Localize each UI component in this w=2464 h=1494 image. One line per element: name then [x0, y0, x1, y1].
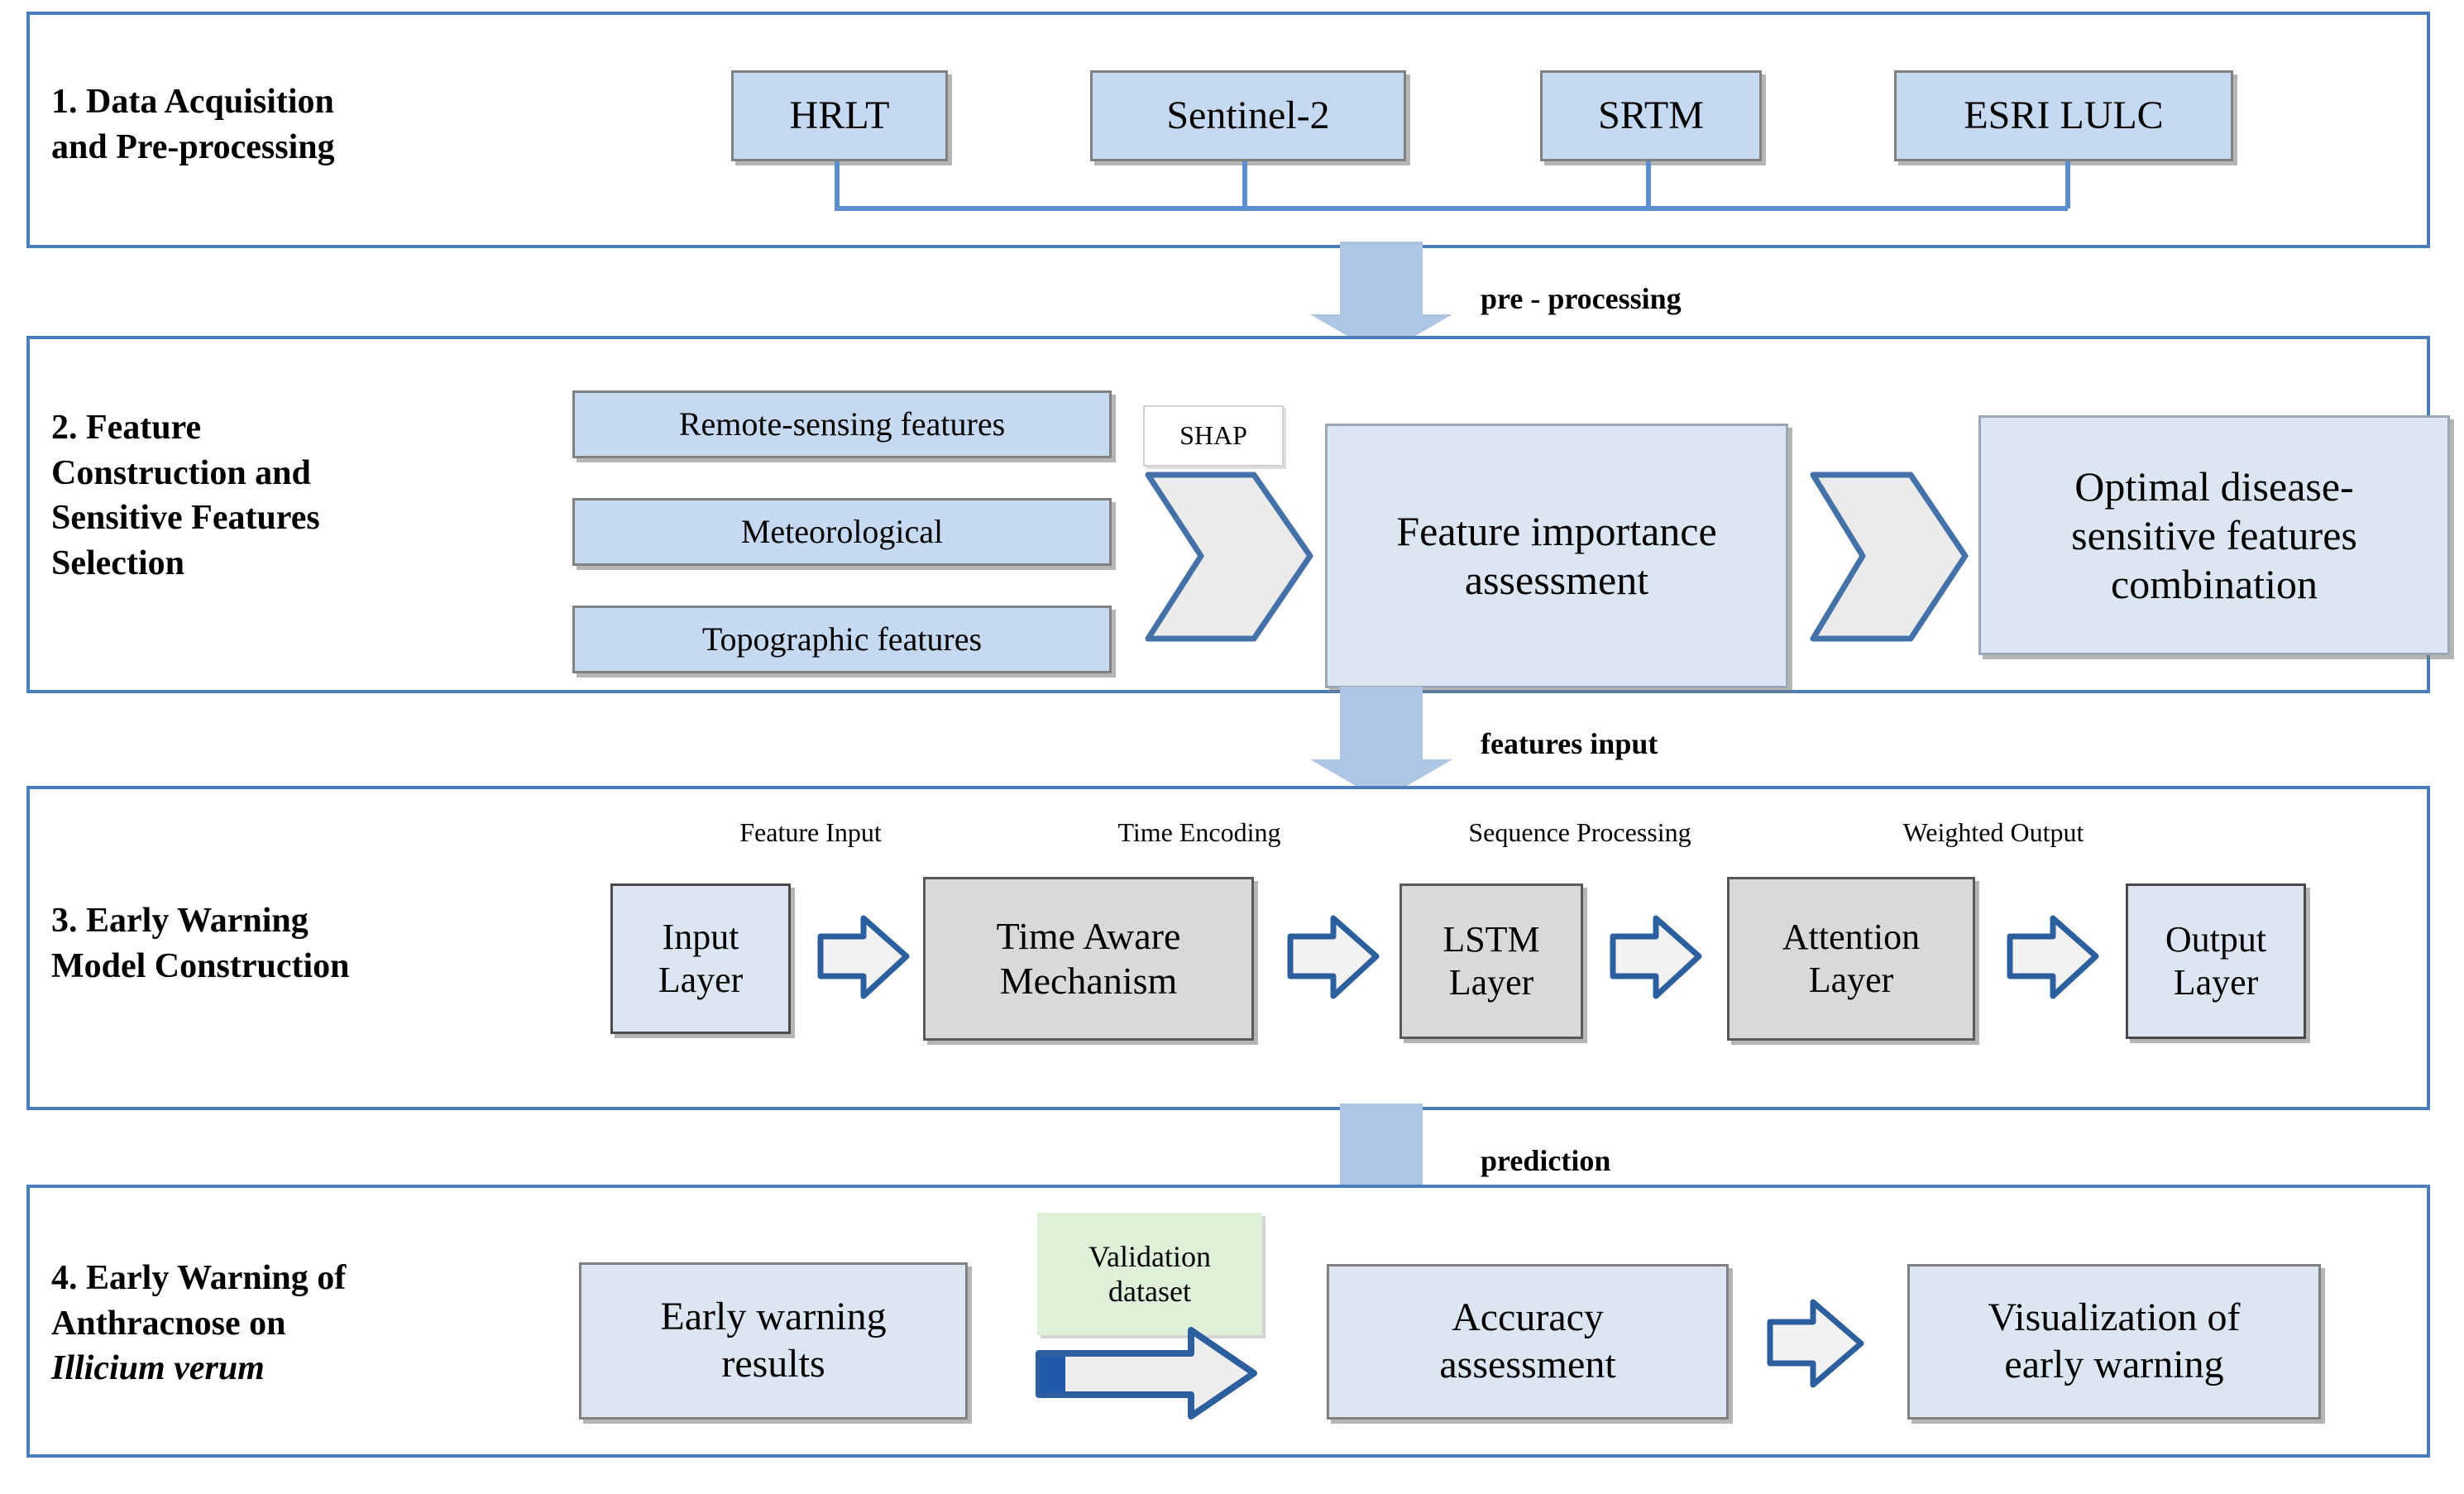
node-lstm-layer: LSTM Layer: [1399, 883, 1583, 1039]
caption-time-encoding-text: Time Encoding: [1117, 817, 1281, 847]
stage-1-title: 1. Data Acquisition and Pre-processing: [51, 79, 481, 170]
node-remote-sensing-features-label: Remote-sensing features: [678, 405, 1006, 443]
node-early-warning-results-line1: Early warning: [660, 1295, 887, 1339]
node-validation-dataset: Validation dataset: [1037, 1213, 1262, 1335]
node-early-warning-results-line2: results: [721, 1342, 825, 1386]
node-output-layer-line1: Output: [2165, 919, 2267, 960]
node-topographic-features: Topographic features: [572, 606, 1112, 673]
stage-4-title-line1: 4. Early Warning of: [51, 1259, 347, 1297]
stage-3-title-line1: 3. Early Warning: [51, 902, 309, 940]
flow-label-features-input: features input: [1481, 726, 1658, 761]
node-feature-importance-line2: assessment: [1464, 557, 1649, 603]
node-hrlt-label: HRLT: [789, 93, 890, 137]
node-validation-dataset-line2: dataset: [1108, 1275, 1191, 1308]
node-optimal-line3: combination: [2111, 560, 2318, 607]
node-output-layer-line2: Layer: [2173, 962, 2259, 1003]
node-optimal-line1: Optimal disease-: [2074, 462, 2354, 510]
node-early-warning-results: Early warning results: [579, 1262, 968, 1420]
node-feature-importance-line1: Feature importance: [1396, 508, 1717, 554]
node-time-aware-line1: Time Aware: [996, 914, 1181, 957]
caption-feature-input: Feature Input: [645, 817, 976, 848]
node-sentinel-2-label: Sentinel-2: [1166, 93, 1330, 137]
stage-4-title-line3: Illicium verum: [51, 1349, 265, 1388]
node-attention-layer: Attention Layer: [1727, 877, 1975, 1041]
node-time-aware-mechanism: Time Aware Mechanism: [923, 877, 1254, 1041]
flow-label-prediction: prediction: [1481, 1143, 1610, 1178]
flow-label-features-input-text: features input: [1481, 727, 1658, 760]
node-lstm-layer-line2: Layer: [1448, 962, 1534, 1003]
caption-time-encoding: Time Encoding: [1026, 817, 1373, 848]
stage-2-title: 2. Feature Construction and Sensitive Fe…: [51, 405, 531, 586]
node-esri-lulc-label: ESRI LULC: [1964, 93, 2164, 137]
node-input-layer-line1: Input: [662, 917, 739, 958]
stage-2-title-line4: Selection: [51, 543, 184, 582]
node-esri-lulc: ESRI LULC: [1894, 70, 2233, 161]
node-visualization-line1: Visualization of: [1988, 1295, 2241, 1340]
node-accuracy-assessment-line1: Accuracy: [1452, 1295, 1604, 1340]
node-optimal-line2: sensitive features: [2071, 511, 2357, 558]
node-topographic-features-label: Topographic features: [701, 620, 983, 658]
node-srtm-label: SRTM: [1598, 93, 1704, 137]
caption-sequence-processing: Sequence Processing: [1365, 817, 1795, 848]
node-visualization-line2: early warning: [2004, 1343, 2224, 1386]
caption-weighted-output-text: Weighted Output: [1902, 817, 2084, 847]
node-time-aware-line2: Mechanism: [999, 960, 1178, 1002]
stage-2-title-line3: Sensitive Features: [51, 499, 320, 538]
node-hrlt: HRLT: [731, 70, 948, 161]
node-accuracy-assessment-line2: assessment: [1439, 1343, 1616, 1386]
node-input-layer: Input Layer: [610, 883, 791, 1034]
stage-3-title: 3. Early Warning Model Construction: [51, 898, 548, 989]
node-shap-tag: SHAP: [1143, 405, 1284, 467]
stage-3-title-line2: Model Construction: [51, 946, 350, 985]
caption-sequence-processing-text: Sequence Processing: [1468, 817, 1691, 847]
stage-2-title-line2: Construction and: [51, 453, 311, 492]
node-validation-dataset-line1: Validation: [1088, 1239, 1211, 1273]
node-attention-layer-line2: Layer: [1808, 960, 1894, 1000]
node-shap-tag-label: SHAP: [1179, 420, 1247, 451]
node-srtm: SRTM: [1540, 70, 1762, 161]
stage-4-title-line2: Anthracnose on: [51, 1304, 286, 1343]
flow-label-pre-processing-text: pre - processing: [1481, 282, 1682, 315]
node-output-layer: Output Layer: [2126, 883, 2306, 1039]
stage-4-title: 4. Early Warning of Anthracnose on Illic…: [51, 1256, 581, 1391]
node-visualization-of-early-warning: Visualization of early warning: [1907, 1264, 2321, 1420]
flow-label-pre-processing: pre - processing: [1481, 281, 1682, 316]
node-feature-importance-assessment: Feature importance assessment: [1325, 424, 1788, 688]
node-input-layer-line2: Layer: [658, 960, 744, 1000]
caption-weighted-output: Weighted Output: [1795, 817, 2192, 848]
node-accuracy-assessment: Accuracy assessment: [1327, 1264, 1729, 1420]
node-remote-sensing-features: Remote-sensing features: [572, 390, 1112, 458]
stage-1-title-line2: and Pre-processing: [51, 127, 335, 166]
flow-label-prediction-text: prediction: [1481, 1144, 1611, 1177]
caption-feature-input-text: Feature Input: [739, 817, 882, 847]
node-lstm-layer-line1: LSTM: [1443, 919, 1540, 960]
node-meteorological: Meteorological: [572, 498, 1112, 566]
node-attention-layer-line1: Attention: [1782, 917, 1921, 958]
stage-2-title-line1: 2. Feature: [51, 409, 202, 447]
node-sentinel-2: Sentinel-2: [1090, 70, 1406, 161]
node-optimal-disease-sensitive-features: Optimal disease- sensitive features comb…: [1978, 415, 2450, 655]
stage-1-title-line1: 1. Data Acquisition: [51, 83, 334, 121]
node-meteorological-label: Meteorological: [740, 513, 944, 551]
